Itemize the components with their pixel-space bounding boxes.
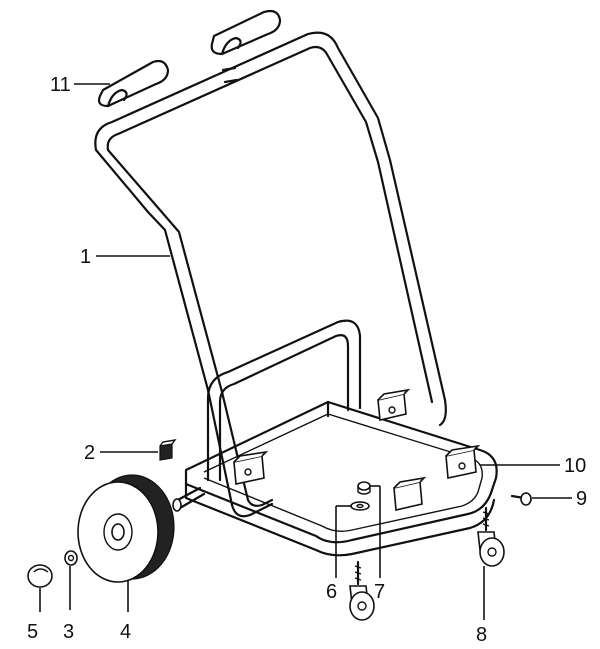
caster-rear: [477, 506, 505, 567]
washer: [350, 501, 370, 511]
bracket-front-center: [393, 476, 427, 511]
bolt: [510, 492, 532, 506]
axle: [172, 486, 206, 512]
callout-2: 2: [84, 442, 95, 464]
nut: [64, 550, 78, 566]
hub-cap: [27, 564, 53, 588]
locknut: [357, 481, 371, 495]
inner-u-frame: [206, 319, 362, 482]
callout-3: 3: [63, 621, 74, 643]
handle-grip-left: [97, 59, 170, 108]
bracket-front-left: [233, 450, 269, 485]
base-tray: [184, 400, 498, 557]
callout-1: 1: [80, 246, 91, 268]
callout-5: 5: [27, 621, 38, 643]
bracket-rear-right: [377, 388, 411, 421]
leader-lines: [39, 83, 572, 620]
callout-4: 4: [120, 621, 131, 643]
callout-11: 11: [50, 74, 71, 96]
bracket-front-right: [445, 444, 481, 479]
callout-labels: 11 1 2 3 4 5 6 7 8 9 10: [27, 74, 587, 646]
callout-6: 6: [326, 581, 337, 603]
callout-9: 9: [576, 488, 587, 510]
wheel: [77, 474, 175, 583]
clip: [159, 439, 177, 461]
callout-7: 7: [374, 581, 385, 603]
caster-front: [349, 560, 375, 621]
handle-frame: [94, 31, 447, 518]
callout-10: 10: [564, 455, 586, 477]
callout-8: 8: [476, 624, 487, 646]
handle-grip-right: [210, 9, 282, 56]
